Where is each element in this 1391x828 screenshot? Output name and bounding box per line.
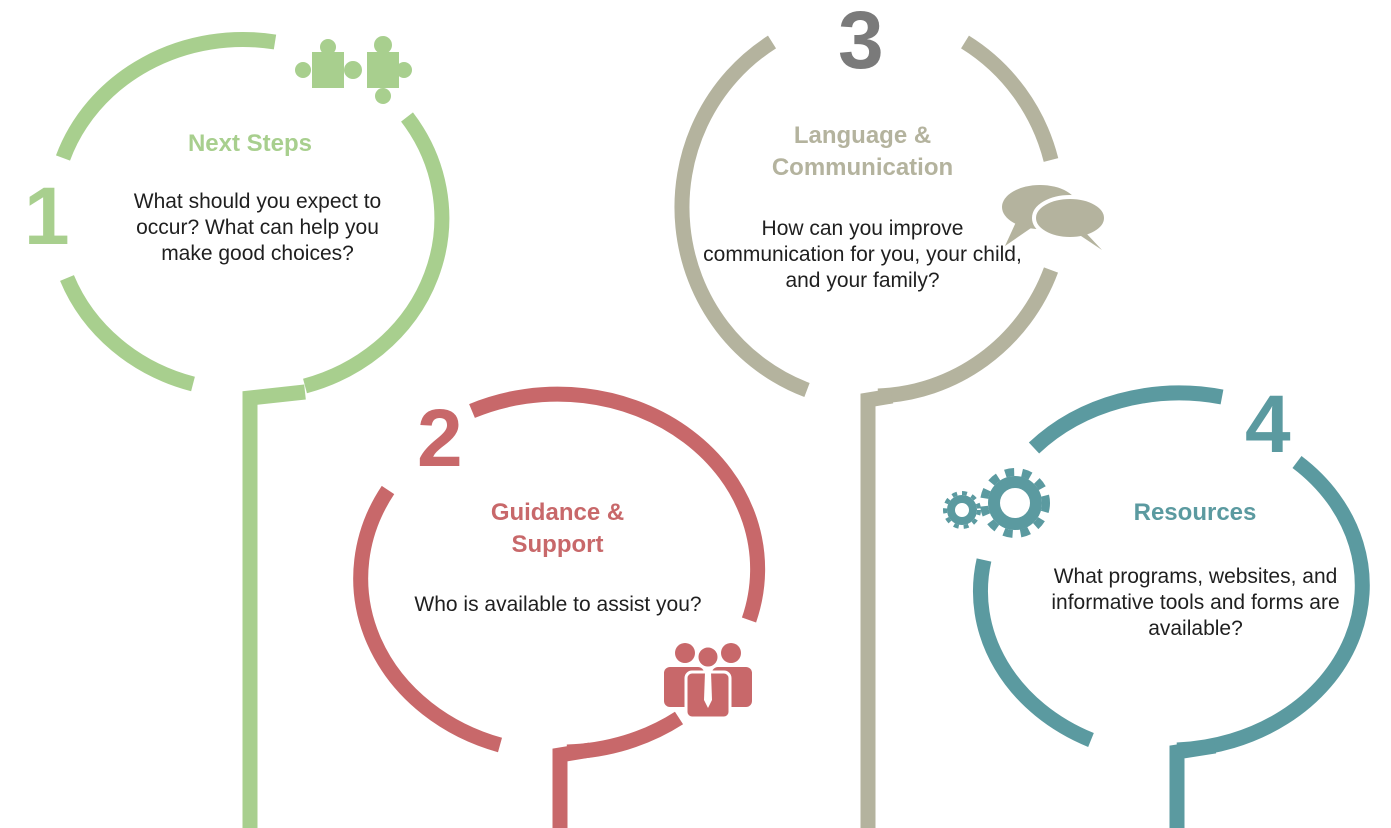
step-3-number: 3 (838, 0, 884, 86)
step-3-description: How can you improve communication for yo… (703, 217, 1022, 292)
ring-2 (353, 386, 766, 828)
ring-4 (973, 385, 1370, 828)
step-3-heading: Language & Communication (771, 122, 954, 181)
step-4-number: 4 (1245, 379, 1291, 470)
people-group-icon (664, 643, 752, 720)
step-1-number: 1 (24, 171, 70, 262)
step-2-number: 2 (417, 393, 463, 484)
step-1-heading: Next Steps (187, 130, 313, 157)
step-2-heading: Guidance & Support (490, 499, 625, 558)
speech-bubbles-icon (1002, 185, 1108, 250)
step-1-description: What should you expect to occur? What ca… (133, 190, 382, 265)
step-4-description: What programs, websites, and informative… (1051, 565, 1340, 640)
step-2-description: Who is available to assist you? (414, 593, 702, 616)
ring-3 (674, 35, 1059, 828)
gears-icon (943, 468, 1050, 538)
step-4-heading: Resources (1133, 499, 1257, 526)
puzzle-pieces-icon (295, 36, 412, 104)
ring-1 (55, 31, 450, 828)
